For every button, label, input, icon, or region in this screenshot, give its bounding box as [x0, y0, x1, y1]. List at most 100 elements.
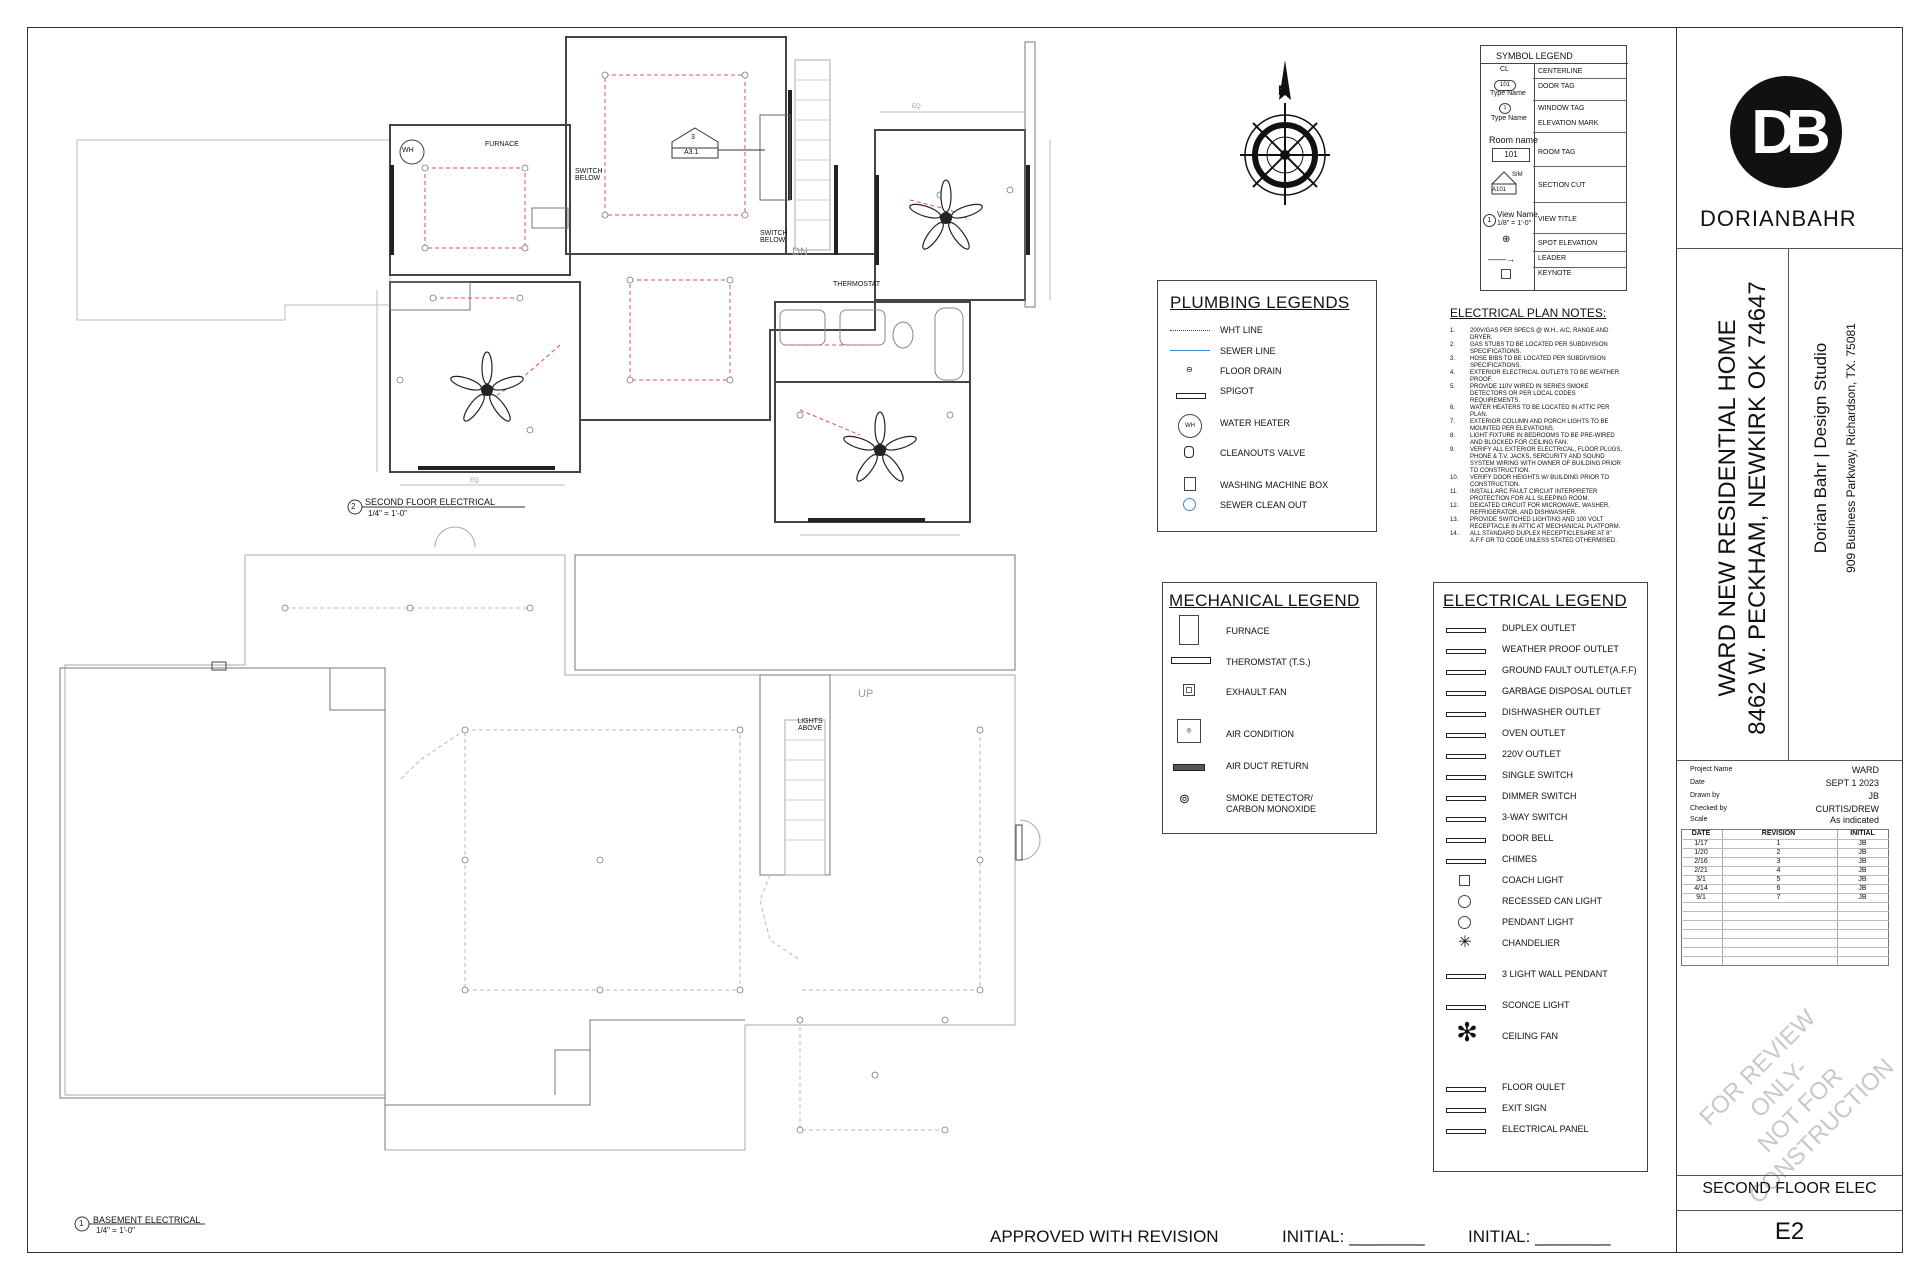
- plumbing-item: WASHING MACHINE BOX: [1220, 480, 1329, 490]
- thermostat-label: THERMOSTAT: [833, 281, 881, 288]
- mechanical-item: CARBON MONOXIDE: [1226, 804, 1317, 814]
- title-block-line: [1676, 1210, 1903, 1211]
- exhaust-fan-icon: [1183, 684, 1195, 696]
- view-title-name: View Name: [1497, 210, 1538, 219]
- second-floor-view-title: SECOND FLOOR ELECTRICAL: [365, 497, 496, 507]
- second-floor-view-number: 2: [351, 502, 356, 511]
- revision-header: INITIAL: [1850, 830, 1875, 837]
- electrical-note-number: 14.: [1450, 531, 1459, 537]
- revision-initial: JB: [1858, 876, 1867, 883]
- electrical-note: 7.EXTERIOR COLUMN AND PORCH LIGHTS TO BE…: [1450, 419, 1625, 433]
- section-tag-sheet: A3.1: [684, 149, 699, 156]
- electrical-notes-list: 1.200V/GAS PER SPECS @ W.H., A/C, RANGE …: [1450, 328, 1625, 545]
- room-tag-name: Room name: [1489, 135, 1539, 145]
- leader-arrow-icon: ——→: [1488, 254, 1515, 264]
- revision-rev: 5: [1776, 876, 1781, 883]
- electrical-legend-item: DOOR BELL: [1502, 833, 1554, 843]
- revision-date: 2/21: [1694, 867, 1708, 874]
- electrical-note-number: 6.: [1450, 405, 1456, 411]
- electrical-note-number: 9.: [1450, 447, 1456, 453]
- sewer-line-icon: [1170, 350, 1210, 351]
- chimes-icon: [1446, 859, 1486, 864]
- ceiling-fan-icon: [841, 411, 919, 485]
- plumbing-item: FLOOR DRAIN: [1220, 366, 1282, 376]
- revision-rev: 2: [1776, 849, 1781, 856]
- water-heater-icon: [399, 139, 425, 165]
- symbol-legend-rows: CENTERLINE CL 101 Type Name DOOR TAG 1 W…: [1480, 62, 1627, 291]
- smoke-detector-icon: ⊚: [1179, 791, 1190, 806]
- electrical-note: 1.200V/GAS PER SPECS @ W.H., A/C, RANGE …: [1450, 328, 1625, 342]
- electrical-note: 8.LIGHT FIXTURE IN BEDROOMS TO BE PRE-WI…: [1450, 433, 1625, 447]
- electrical-panel-icon: [1446, 1129, 1486, 1134]
- info-label: Date: [1690, 779, 1705, 786]
- project-info-table: Project Name WARD Date SEPT 1 2023 Drawn…: [1676, 762, 1903, 828]
- revision-row: [1681, 938, 1889, 948]
- mechanical-item: AIR CONDITION: [1226, 729, 1295, 739]
- revision-row: [1681, 956, 1889, 966]
- revision-rev: 6: [1776, 885, 1781, 892]
- sheet-border: [27, 27, 1903, 1253]
- keynote-icon: [1501, 269, 1511, 279]
- plumbing-item: CLEANOUTS VALVE: [1220, 448, 1306, 458]
- electrical-note: 10. VERIFY DOOR HEIGHTS W/ BUILDING PRIOR…: [1450, 475, 1625, 489]
- electrical-legend-item: CHIMES: [1502, 854, 1538, 864]
- oven-outlet-icon: [1446, 733, 1486, 738]
- 220v-outlet-icon: [1446, 754, 1486, 759]
- electrical-legend-item: 3-WAY SWITCH: [1502, 812, 1568, 822]
- plumbing-item: SEWER CLEAN OUT: [1220, 500, 1308, 510]
- electrical-legend-item: RECESSED CAN LIGHT: [1502, 896, 1603, 906]
- company-logo-icon: DB: [1730, 76, 1842, 188]
- floor-oulet-icon: [1446, 1087, 1486, 1092]
- revision-row: [1681, 920, 1889, 930]
- electrical-note-text: ALL STANDARD DUPLEX RECEPTICLESARE AT 8"…: [1470, 531, 1617, 544]
- thermostat-icon: [1171, 657, 1211, 664]
- studio-name: Dorian Bahr | Design Studio: [1811, 342, 1830, 554]
- room-tag-icon: 101: [1492, 148, 1530, 162]
- up-label: UP: [858, 688, 874, 700]
- furnace-label: FURNACE: [485, 141, 519, 148]
- air-duct-return-icon: [1173, 764, 1205, 771]
- electrical-note-number: 1.: [1450, 328, 1456, 334]
- info-value: JB: [1868, 791, 1879, 801]
- weather-proof-outlet-icon: [1446, 649, 1486, 654]
- wht-line-icon: [1170, 330, 1210, 331]
- electrical-note-number: 12.: [1450, 503, 1459, 509]
- electrical-legend-item: FLOOR OULET: [1502, 1082, 1566, 1092]
- door-tag-icon: 101: [1494, 80, 1516, 91]
- section-tag-icon: [671, 127, 719, 159]
- revision-initial: JB: [1858, 858, 1867, 865]
- revision-header-row: DATE REVISION INITIAL: [1681, 830, 1889, 839]
- mechanical-item: EXHAULT FAN: [1226, 687, 1287, 697]
- switch-below-label: SWITCH BELOW: [575, 168, 603, 182]
- electrical-legend-item: WEATHER PROOF OUTLET: [1502, 644, 1619, 654]
- basement-plan: [59, 526, 1041, 1151]
- electrical-legend-item: DUPLEX OUTLET: [1502, 623, 1577, 633]
- electrical-legend-item: GROUND FAULT OUTLET(A.F.F): [1502, 665, 1637, 675]
- symbol-legend-label: ROOM TAG: [1538, 149, 1576, 156]
- info-label: Checked by: [1690, 805, 1727, 812]
- section-cut-sim: SIM: [1512, 172, 1523, 178]
- electrical-note: 9. VERIFY ALL EXTERIOR ELECTRICAL, FLOOR …: [1450, 447, 1625, 475]
- basement-view-scale: 1/4" = 1'-0": [96, 1226, 136, 1235]
- electrical-note-number: 13.: [1450, 517, 1459, 523]
- ceiling-fan-icon: [907, 179, 985, 253]
- electrical-note-text: VERIFY ALL EXTERIOR ELECTRICAL, FLOOR PL…: [1470, 447, 1623, 474]
- revision-row: [1681, 902, 1889, 912]
- electrical-legend-item: DISHWASHER OUTLET: [1502, 707, 1601, 717]
- studio-info-area: Dorian Bahr | Design Studio 909 Business…: [1789, 248, 1903, 760]
- 3-way-switch-icon: [1446, 817, 1486, 822]
- revision-date: 9/1: [1696, 894, 1706, 901]
- symbol-legend-label: KEYNOTE: [1538, 270, 1572, 277]
- electrical-legend-item: PENDANT LIGHT: [1502, 917, 1574, 927]
- revision-row: [1681, 929, 1889, 939]
- electrical-note-number: 10.: [1450, 475, 1459, 481]
- electrical-note-number: 2.: [1450, 342, 1456, 348]
- window-tag-sub: Type Name: [1491, 115, 1527, 122]
- electrical-legend-item: 220V OUTLET: [1502, 749, 1562, 759]
- electrical-note-text: VERIFY DOOR HEIGHTS W/ BUILDING PRIOR TO…: [1470, 475, 1610, 488]
- air-condition-icon: ◎: [1177, 719, 1201, 743]
